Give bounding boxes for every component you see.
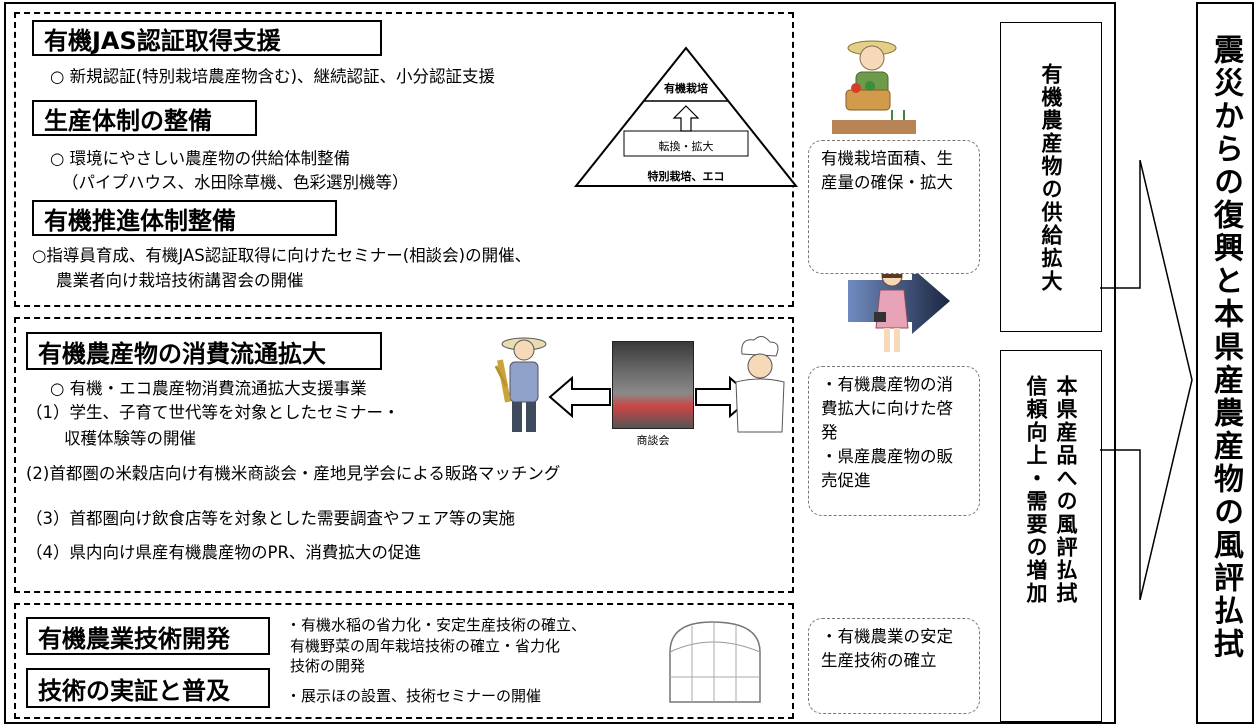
supply-section <box>14 12 794 307</box>
woman-shopper-icon <box>874 265 909 352</box>
final-goal-box: 震災からの復興と本県産農産物の風評払拭 <box>1196 2 1254 724</box>
farmer-with-rice-icon <box>494 337 547 432</box>
double-arrow-left <box>548 376 611 418</box>
production-title: 生産体制の整備 <box>32 100 257 136</box>
main-frame <box>4 2 1116 724</box>
pyramid-top-label: 有機栽培 <box>664 82 708 95</box>
distribution-line1: ○ 有機・エコ農産物消費流通拡大支援事業 <box>50 379 367 398</box>
business-meeting-photo <box>612 341 694 429</box>
tech-dev-title: 有機農業技術開発 <box>26 617 270 655</box>
tech-line4: ・展示ほの設置、技術セミナーの開催 <box>286 687 542 705</box>
greenhouse-icon <box>669 621 761 703</box>
outcome-technology: ・有機農業の安定生産技術の確立 <box>808 618 980 714</box>
production-line2: （パイプハウス、水田除草機、色彩選別機等） <box>62 173 409 192</box>
promotion-title: 有機推進体制整備 <box>32 200 337 236</box>
distribution-title: 有機農産物の消費流通拡大 <box>26 332 382 370</box>
goal-supply-text: 有機農産物の供給拡大 <box>1039 63 1063 293</box>
final-goal-text: 震災からの復興と本県産農産物の風評払拭 <box>1208 34 1243 661</box>
jas-title: 有機JAS認証取得支援 <box>32 20 382 56</box>
tech-section <box>14 603 794 719</box>
distribution-line2: （1）学生、子育て世代等を対象としたセミナー・ <box>26 403 400 422</box>
chef-icon <box>735 336 785 433</box>
merge-arrow <box>1100 160 1193 600</box>
distribution-line5: （3）首都圏向け飲食店等を対象とした需要調査やフェア等の実施 <box>26 509 515 528</box>
photo-caption: 商談会 <box>636 434 670 447</box>
distribution-line4: (2)首都圏の米穀店向け有機米商談会・産地見学会による販路マッチング <box>26 464 561 483</box>
goal-trust-text-2: 本県産品への風評払拭 <box>1054 375 1078 605</box>
distribution-line3: 収穫体験等の開催 <box>64 429 196 448</box>
tech-line2: 有機野菜の周年栽培技術の確立・省力化 <box>290 637 561 655</box>
production-line1: ○ 環境にやさしい農産物の供給体制整備 <box>50 149 351 168</box>
pyramid-bottom-label: 特別栽培、エコ <box>647 170 725 183</box>
promotion-line1: ○指導員育成、有機JAS認証取得に向けたセミナー(相談会)の開催、 <box>32 246 532 265</box>
goal-trust-box: 信頼向上・需要の増加 本県産品への風評払拭 <box>1000 350 1102 722</box>
jas-line1: ○ 新規認証(特別栽培農産物含む)、継続認証、小分認証支援 <box>50 67 496 86</box>
pyramid-middle-label: 転換・拡大 <box>658 140 714 153</box>
promotion-line2: 農業者向け栽培技術講習会の開催 <box>56 271 304 290</box>
goal-supply-box: 有機農産物の供給拡大 <box>1000 22 1102 332</box>
tech-line3: 技術の開発 <box>290 657 366 675</box>
tech-spread-title: 技術の実証と普及 <box>26 668 270 708</box>
distribution-line6: （4）県内向け県産有機農産物のPR、消費拡大の促進 <box>26 543 421 562</box>
tech-line1: ・有機水稲の省力化・安定生産技術の確立、 <box>286 616 587 634</box>
pyramid-diagram <box>574 46 798 187</box>
goal-trust-text-1: 信頼向上・需要の増加 <box>1024 375 1048 605</box>
outcome-consumption: ・有機農産物の消費拡大に向けた啓発 ・県産農産物の販売促進 <box>808 366 980 516</box>
distribution-section <box>14 317 794 593</box>
farmer-with-vegetables-icon <box>832 40 916 134</box>
outcome-supply: 有機栽培面積、生産量の確保・拡大 <box>808 140 980 274</box>
